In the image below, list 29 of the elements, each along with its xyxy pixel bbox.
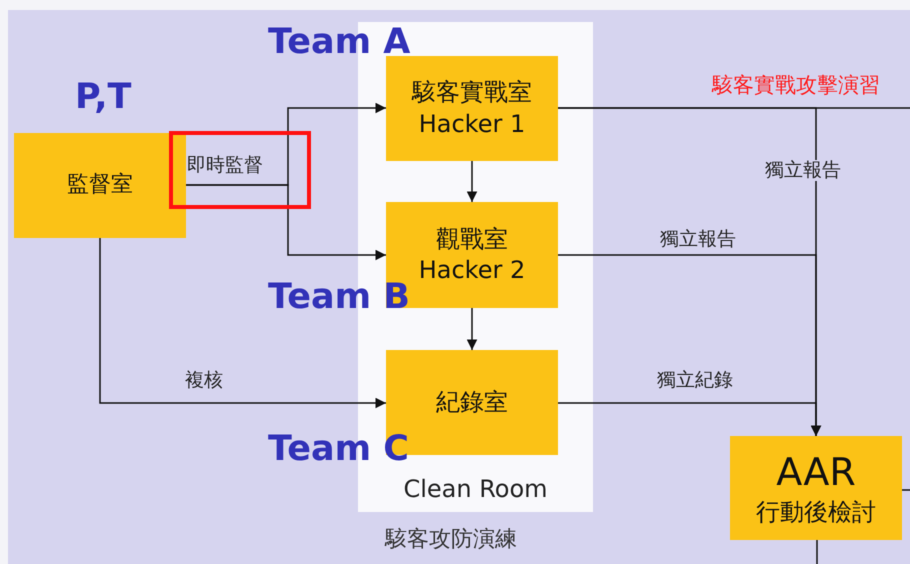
arrow [558,402,822,436]
arrow [99,238,386,408]
edge-label: 獨立紀錄 [657,370,733,391]
room-box [14,133,186,238]
arrow [186,184,386,260]
room-box [386,56,558,161]
room-label: 紀錄室 [436,386,508,418]
room-label: 駭客實戰室 Hacker 1 [410,77,533,140]
room-label: 監督室 [67,171,133,200]
room-label: AAR [776,448,856,496]
edge-label: 即時監督 [187,155,263,176]
connector-line [816,540,818,564]
edge-label: 獨立報告 [763,160,843,181]
team-label: Team B [268,280,410,315]
caption: 駭客攻防演練 [385,528,517,552]
team-label: Team A [268,25,410,60]
connector-line [902,489,910,491]
room-box [386,202,558,308]
team-label: P,T [75,80,132,115]
edge-label: 複核 [185,370,223,391]
exercise-label: 駭客實戰攻擊演習 [712,74,880,98]
review-box [730,436,902,540]
edge-label: 獨立報告 [660,229,736,250]
room-label: 觀戰室 Hacker 2 [418,224,526,286]
connector-line [558,107,910,109]
panel-label: Clean Room [402,474,549,505]
subtitle: 行動後檢討 [756,497,876,528]
arrow [466,161,478,202]
arrow [466,308,478,350]
